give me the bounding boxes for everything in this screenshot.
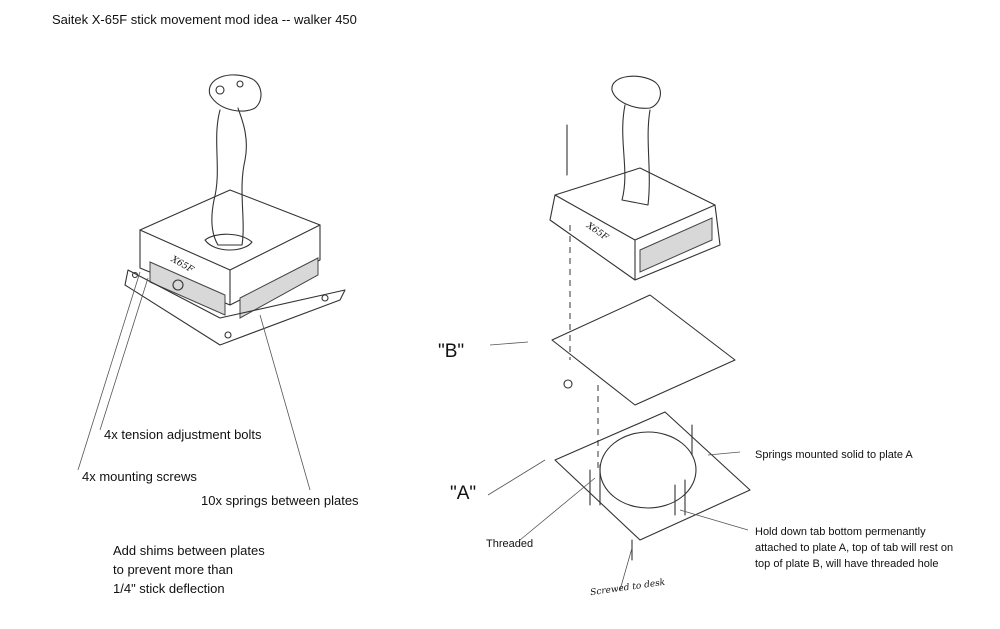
left-joystick-sketch — [124, 74, 346, 346]
right-joystick-sketch — [549, 75, 751, 561]
label-plate-a: "A" — [450, 483, 477, 504]
label-springs: 10x springs between plates — [201, 493, 359, 508]
label-springs-mounted: Springs mounted solid to plate A — [755, 449, 913, 461]
label-hold-down-tab-3: top of plate B, will have threaded hole — [755, 558, 939, 570]
label-shims-line-1: Add shims between plates — [113, 543, 265, 558]
label-shims-line-3: 1/4" stick deflection — [113, 581, 225, 596]
label-tension-bolts: 4x tension adjustment bolts — [104, 427, 262, 442]
label-shims-line-2: to prevent more than — [113, 562, 233, 577]
label-plate-b: "B" — [438, 341, 465, 362]
label-threaded: Threaded — [486, 538, 534, 550]
label-hold-down-tab-2: attached to plate A, top of tab will res… — [755, 542, 954, 554]
diagram-title: Saitek X-65F stick movement mod idea -- … — [52, 12, 357, 27]
label-mounting-screws: 4x mounting screws — [82, 469, 197, 484]
label-hold-down-tab-1: Hold down tab bottom permenantly — [755, 526, 926, 538]
